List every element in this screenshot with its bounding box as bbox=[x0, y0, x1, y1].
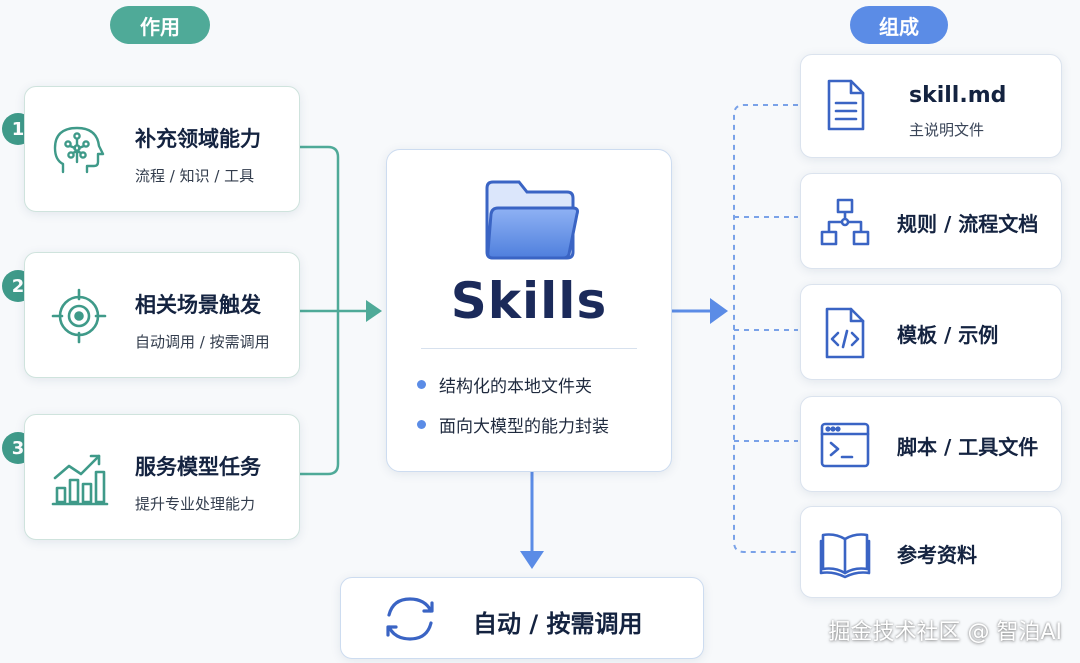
component-card-templates: 模板 / 示例 bbox=[800, 284, 1062, 380]
flowchart-icon bbox=[819, 196, 871, 248]
target-icon bbox=[49, 286, 109, 346]
component-card-skill-md: skill.md 主说明文件 bbox=[800, 54, 1062, 158]
watermark: 掘金技术社区 @ 智泊AI bbox=[828, 620, 1062, 645]
component-title: skill.md bbox=[909, 83, 1007, 108]
folder-icon bbox=[481, 178, 581, 264]
purpose-title: 服务模型任务 bbox=[135, 455, 261, 479]
skills-bullet: 结构化的本地文件夹 bbox=[417, 372, 592, 397]
terminal-icon bbox=[819, 419, 871, 471]
component-title: 参考资料 bbox=[897, 543, 977, 567]
component-card-rules: 规则 / 流程文档 bbox=[800, 173, 1062, 269]
purpose-card-service: 服务模型任务 提升专业处理能力 bbox=[24, 414, 300, 540]
invoke-card: 自动 / 按需调用 bbox=[340, 577, 704, 659]
bar-chart-growth-icon bbox=[49, 448, 109, 508]
purpose-card-domain: 补充领域能力 流程 / 知识 / 工具 bbox=[24, 86, 300, 212]
component-subtitle: 主说明文件 bbox=[909, 121, 985, 139]
refresh-cycle-icon bbox=[375, 591, 445, 647]
invoke-label: 自动 / 按需调用 bbox=[473, 610, 643, 638]
purpose-header: 作用 bbox=[110, 6, 210, 44]
brain-network-icon bbox=[49, 120, 109, 180]
skills-title: Skills bbox=[450, 272, 608, 330]
skills-bullet: 面向大模型的能力封装 bbox=[417, 412, 609, 437]
component-card-scripts: 脚本 / 工具文件 bbox=[800, 396, 1062, 492]
code-file-icon bbox=[819, 307, 871, 359]
purpose-title: 补充领域能力 bbox=[135, 127, 261, 151]
bullet-dot bbox=[417, 380, 426, 389]
component-card-references: 参考资料 bbox=[800, 506, 1062, 598]
purpose-subtitle: 提升专业处理能力 bbox=[135, 495, 256, 513]
skills-card: Skills 结构化的本地文件夹 面向大模型的能力封装 bbox=[386, 149, 672, 472]
book-icon bbox=[819, 527, 871, 579]
components-header: 组成 bbox=[850, 6, 948, 44]
purpose-subtitle: 流程 / 知识 / 工具 bbox=[135, 167, 255, 185]
component-title: 模板 / 示例 bbox=[897, 323, 999, 347]
document-icon bbox=[819, 79, 871, 131]
purpose-title: 相关场景触发 bbox=[135, 293, 261, 317]
skills-divider bbox=[421, 348, 637, 349]
component-title: 脚本 / 工具文件 bbox=[897, 435, 1039, 459]
purpose-subtitle: 自动调用 / 按需调用 bbox=[135, 333, 270, 351]
bullet-dot bbox=[417, 420, 426, 429]
component-title: 规则 / 流程文档 bbox=[897, 212, 1039, 236]
purpose-card-trigger: 相关场景触发 自动调用 / 按需调用 bbox=[24, 252, 300, 378]
